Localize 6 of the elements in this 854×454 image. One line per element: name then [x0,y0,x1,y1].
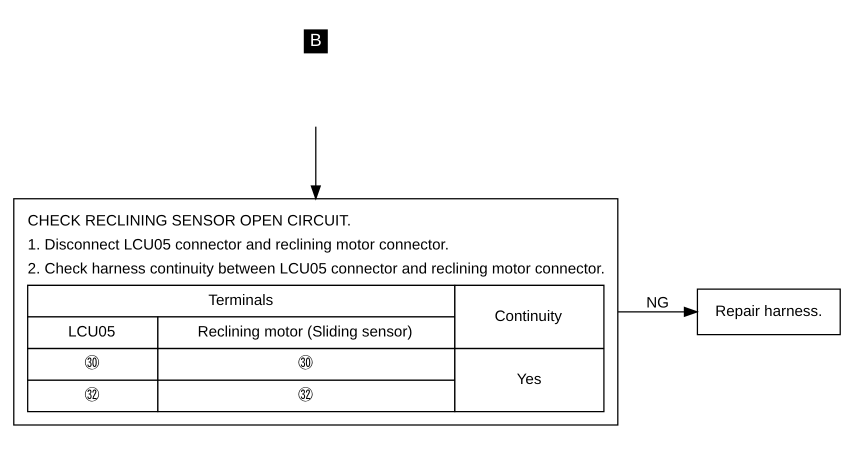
node-box: CHECK RECLINING SENSOR OPEN CIRCUIT. 1. Disconnect LCU05 connector and reclining motor connector. 2. Check harness continuity between LCU05 connector and reclining motor connector. Terminals Continuity LCU05 Reclining motor (Sliding sensor) ㉚ ㉚ Yes ㉜ ㉜ [13,198,618,426]
label: B [310,30,322,50]
edge-label: NG [646,294,669,312]
node-box: Repair harness. [696,288,841,335]
arrow [618,306,700,317]
arrow [310,126,322,200]
